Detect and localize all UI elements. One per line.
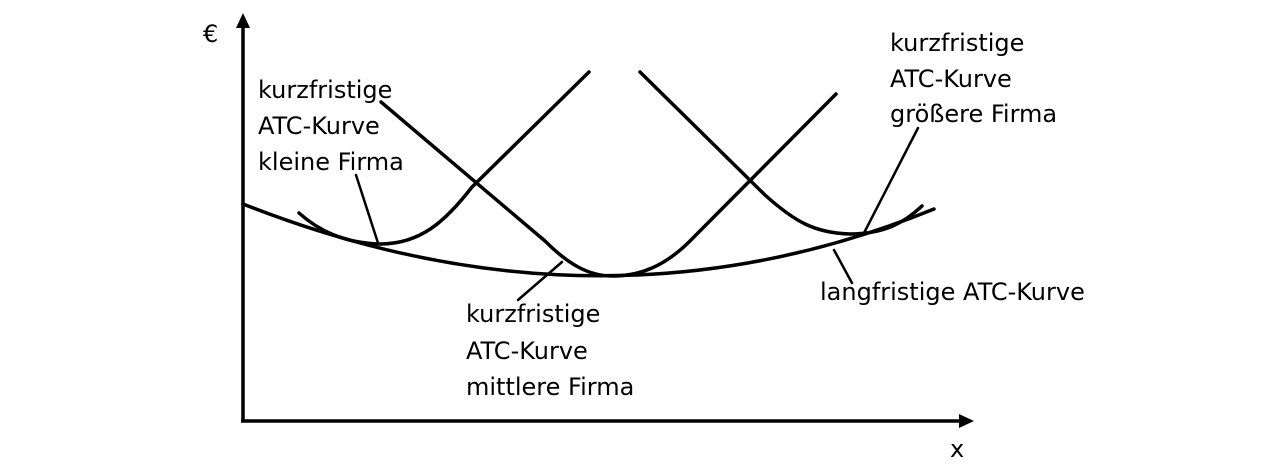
label-long-run-line-1: langfristige ATC-Kurve — [820, 278, 1085, 306]
x-axis-arrowhead — [959, 414, 974, 428]
label-small-firm-line-2: ATC-Kurve — [258, 112, 380, 140]
x-axis-label: x — [950, 435, 964, 463]
label-medium-firm: kurzfristige ATC-Kurve mittlere Firma — [466, 300, 634, 401]
label-medium-firm-line-2: ATC-Kurve — [466, 337, 588, 365]
y-axis-arrowhead — [236, 13, 250, 28]
label-small-firm-line-1: kurzfristige — [258, 76, 392, 104]
label-medium-firm-line-3: mittlere Firma — [466, 373, 634, 401]
leader-long-run — [832, 248, 854, 285]
leader-small-firm — [354, 173, 380, 245]
short-run-atc-curve-medium-firm — [379, 92, 838, 278]
label-large-firm-line-3: größere Firma — [890, 100, 1057, 128]
label-medium-firm-line-1: kurzfristige — [466, 300, 600, 328]
label-small-firm-line-3: kleine Firma — [258, 148, 404, 176]
label-large-firm-line-2: ATC-Kurve — [890, 65, 1012, 93]
y-axis-label: € — [203, 20, 218, 48]
axes: € x — [203, 13, 974, 463]
leader-medium-firm — [516, 260, 564, 302]
label-large-firm: kurzfristige ATC-Kurve größere Firma — [890, 29, 1057, 128]
leader-large-firm — [862, 126, 920, 235]
label-long-run: langfristige ATC-Kurve — [820, 278, 1085, 306]
label-small-firm: kurzfristige ATC-Kurve kleine Firma — [258, 76, 404, 176]
short-run-atc-curve-small-firm — [297, 70, 591, 246]
short-run-atc-curve-large-firm — [638, 70, 924, 236]
label-large-firm-line-1: kurzfristige — [890, 29, 1024, 57]
